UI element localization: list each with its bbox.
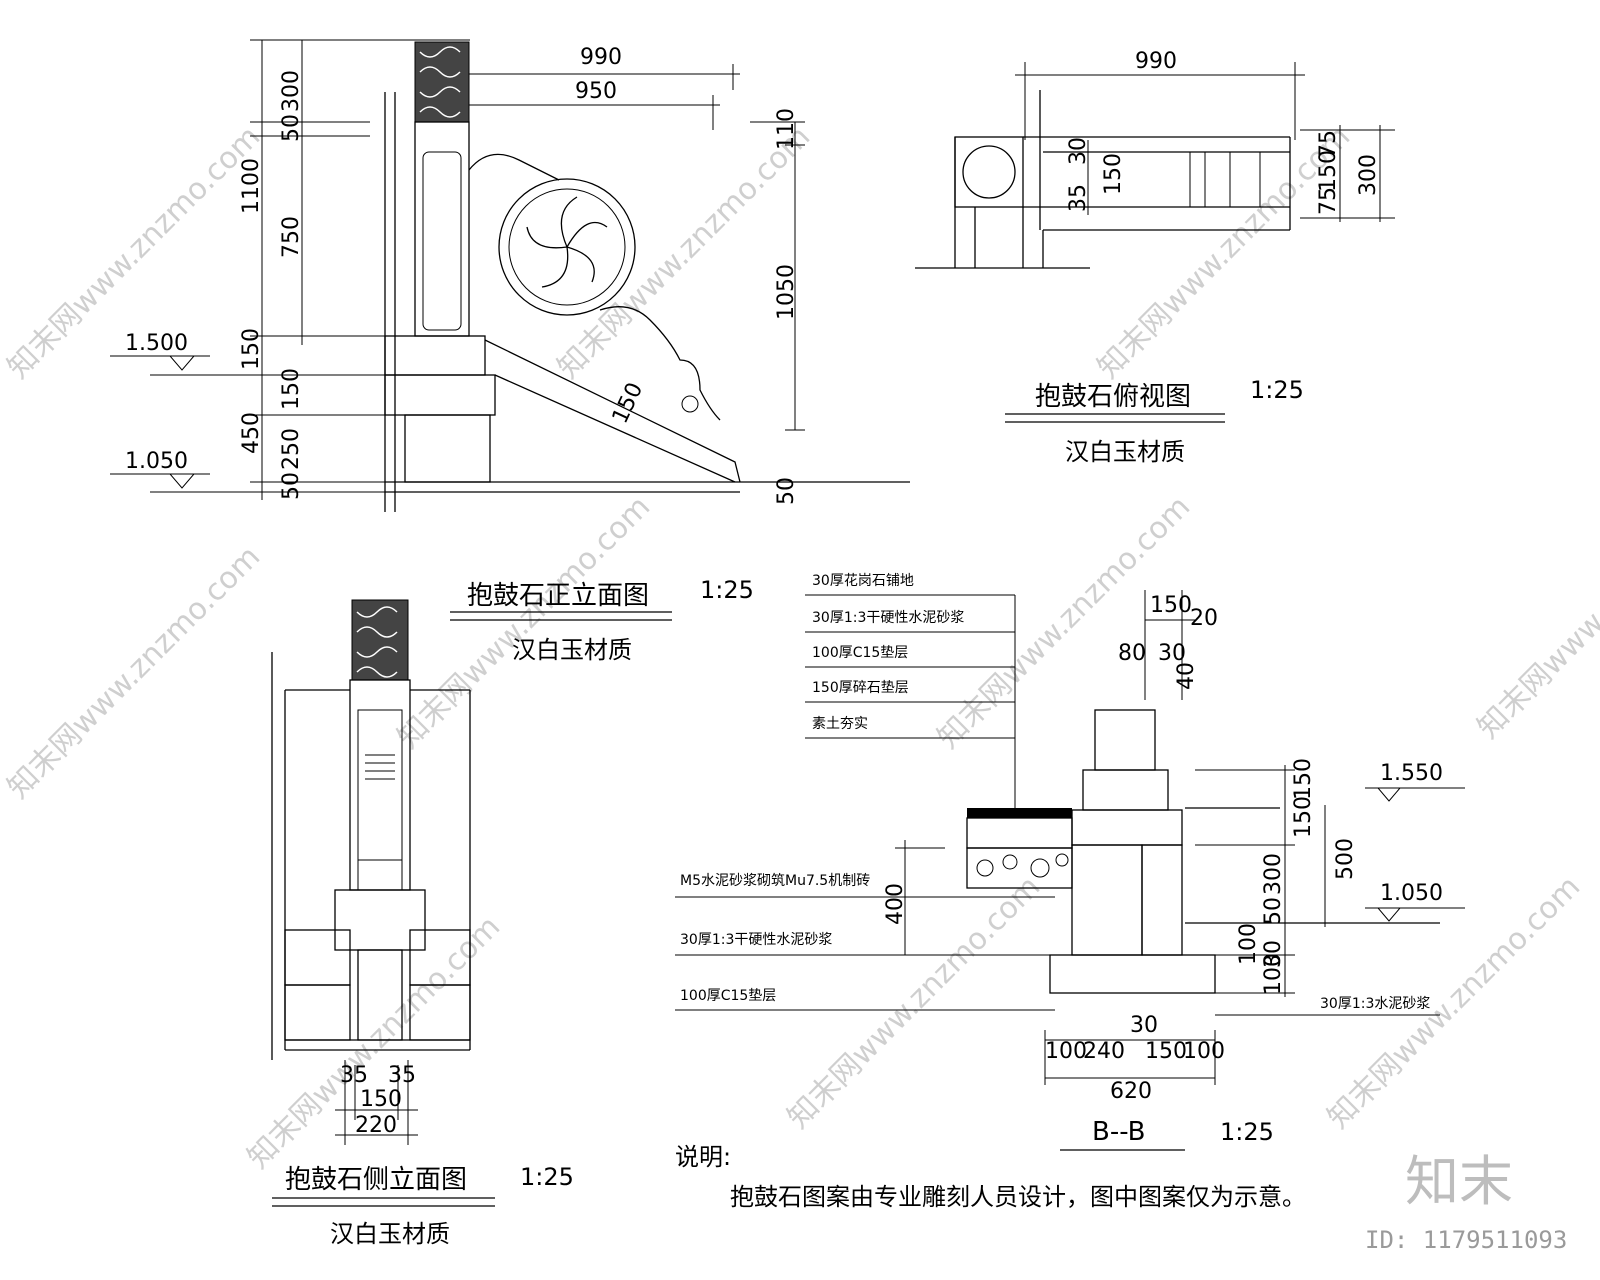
layer-label: 30厚1:3干硬性水泥砂浆: [680, 932, 832, 948]
dim-label: 20: [1190, 606, 1218, 631]
layer-label: 150厚碎石垫层: [812, 680, 909, 696]
view-material: 汉白玉材质: [330, 1220, 450, 1248]
layer-label: 100厚C15垫层: [680, 988, 776, 1004]
level-label: 1.500: [125, 331, 188, 356]
dim-label: 150: [1291, 796, 1316, 838]
dim-label: 1100: [239, 158, 264, 214]
dim-label: 50: [1261, 897, 1286, 925]
notes-heading: 说明:: [675, 1143, 731, 1171]
layer-label: M5水泥砂浆砌筑Mu7.5机制砖: [680, 873, 870, 889]
dim-label: 80: [1118, 641, 1146, 666]
brand-watermark: 知末 ID: 1179511093: [1365, 1150, 1567, 1254]
layer-label: 100厚C15垫层: [812, 645, 908, 661]
dim-label: 100: [1236, 923, 1261, 965]
dim-label: 1050: [774, 264, 799, 320]
view-title: 抱鼓石正立面图: [467, 581, 649, 611]
view-scale: 1:25: [700, 576, 754, 604]
dim-label: 30: [1130, 1013, 1158, 1038]
dim-label: 150: [1150, 593, 1192, 618]
level-label: 1.050: [1380, 881, 1443, 906]
dim-label: 75: [1316, 187, 1341, 215]
dim-label: 50: [279, 472, 304, 500]
carved-cap: [351, 599, 409, 681]
dim-label: 35: [1066, 184, 1091, 212]
dim-label: 150: [239, 328, 264, 370]
watermark-text: 知末网www.znzmo.com: [781, 869, 1047, 1135]
dim-label: 500: [1333, 838, 1358, 880]
dim-label: 30: [1066, 137, 1091, 165]
drum-top-circle: [962, 145, 1016, 199]
dim-label: 30: [1158, 641, 1186, 666]
view-title: 抱鼓石侧立面图: [285, 1165, 467, 1195]
dim-label: 990: [580, 45, 622, 70]
dim-label: 110: [774, 108, 799, 150]
watermark-text: 知末网www.znzmo.com: [1, 539, 267, 805]
view-material: 汉白玉材质: [1065, 438, 1185, 466]
watermark-id: ID: 1179511093: [1365, 1226, 1567, 1254]
brand-logo-text: 知末: [1405, 1150, 1513, 1213]
dim-label: 450: [239, 412, 264, 454]
dim-label: 30: [1261, 940, 1286, 968]
watermark-text: 知末网www.znzmo.com: [551, 119, 817, 385]
watermark-text: 知末网www.znzmo.com: [1471, 479, 1600, 745]
layer-label: 30厚花岗石铺地: [812, 573, 914, 589]
top-view: 990 30 150 35 75 150 75 300 抱鼓石俯视图: [915, 49, 1395, 466]
dim-label: 240: [1083, 1039, 1125, 1064]
layer-label: 30厚1:3干硬性水泥砂浆: [812, 610, 964, 626]
front-elevation-view: 1.500 1.050 300 50 750 1100 150 150 250 …: [110, 39, 910, 664]
view-scale: 1:25: [1220, 1118, 1274, 1146]
dim-label: 100: [1045, 1039, 1087, 1064]
dim-label: 35: [340, 1063, 368, 1088]
level-label: 1.550: [1380, 761, 1443, 786]
notes-text: 抱鼓石图案由专业雕刻人员设计，图中图案仅为示意。: [730, 1183, 1306, 1211]
dim-label: 300: [279, 70, 304, 112]
dim-label: 250: [279, 428, 304, 470]
drum-disc: [498, 178, 636, 316]
view-title: 抱鼓石俯视图: [1035, 382, 1191, 412]
dim-label: 620: [1110, 1079, 1152, 1104]
dim-label: 50: [774, 477, 799, 505]
dim-label: 950: [575, 79, 617, 104]
watermark-layer: 知末网www.znzmo.com 知末网www.znzmo.com 知末网www…: [1, 119, 1600, 1175]
dim-label: 100: [1183, 1039, 1225, 1064]
dim-label: 990: [1135, 49, 1177, 74]
side-elevation-view: 35 35 150 220 抱鼓石侧立面图 1:25 汉白玉材质: [271, 599, 574, 1248]
dim-label: 150: [1145, 1039, 1187, 1064]
layer-label: 30厚1:3水泥砂浆: [1320, 996, 1430, 1012]
dim-label: 150: [279, 368, 304, 410]
dim-label: 750: [279, 216, 304, 258]
dim-label: 300: [1261, 853, 1286, 895]
dim-label: 150: [608, 379, 648, 428]
view-material: 汉白玉材质: [512, 636, 632, 664]
notes-block: 说明: 抱鼓石图案由专业雕刻人员设计，图中图案仅为示意。: [675, 1143, 1306, 1211]
dim-label: 300: [1356, 154, 1381, 196]
view-title: B--B: [1092, 1117, 1146, 1147]
section-bb-view: 30厚花岗石铺地 30厚1:3干硬性水泥砂浆 100厚C15垫层 150厚碎石垫…: [675, 573, 1465, 1151]
dim-label: 220: [355, 1113, 397, 1138]
dim-label: 75: [1316, 130, 1341, 158]
view-scale: 1:25: [520, 1163, 574, 1191]
dim-label: 100: [1261, 953, 1286, 995]
dim-label: 150: [1291, 758, 1316, 800]
dim-label: 150: [1101, 153, 1126, 195]
dim-label: 150: [1316, 150, 1341, 192]
layer-label: 素土夯实: [812, 716, 868, 732]
watermark-text: 知末网www.znzmo.com: [931, 489, 1197, 755]
level-label: 1.050: [125, 449, 188, 474]
dim-label: 400: [883, 883, 908, 925]
dim-label: 50: [279, 114, 304, 142]
view-scale: 1:25: [1250, 376, 1304, 404]
dim-label: 150: [360, 1087, 402, 1112]
watermark-text: 知末网www.znzmo.com: [391, 489, 657, 755]
dim-label: 40: [1174, 662, 1199, 690]
dim-label: 35: [388, 1063, 416, 1088]
